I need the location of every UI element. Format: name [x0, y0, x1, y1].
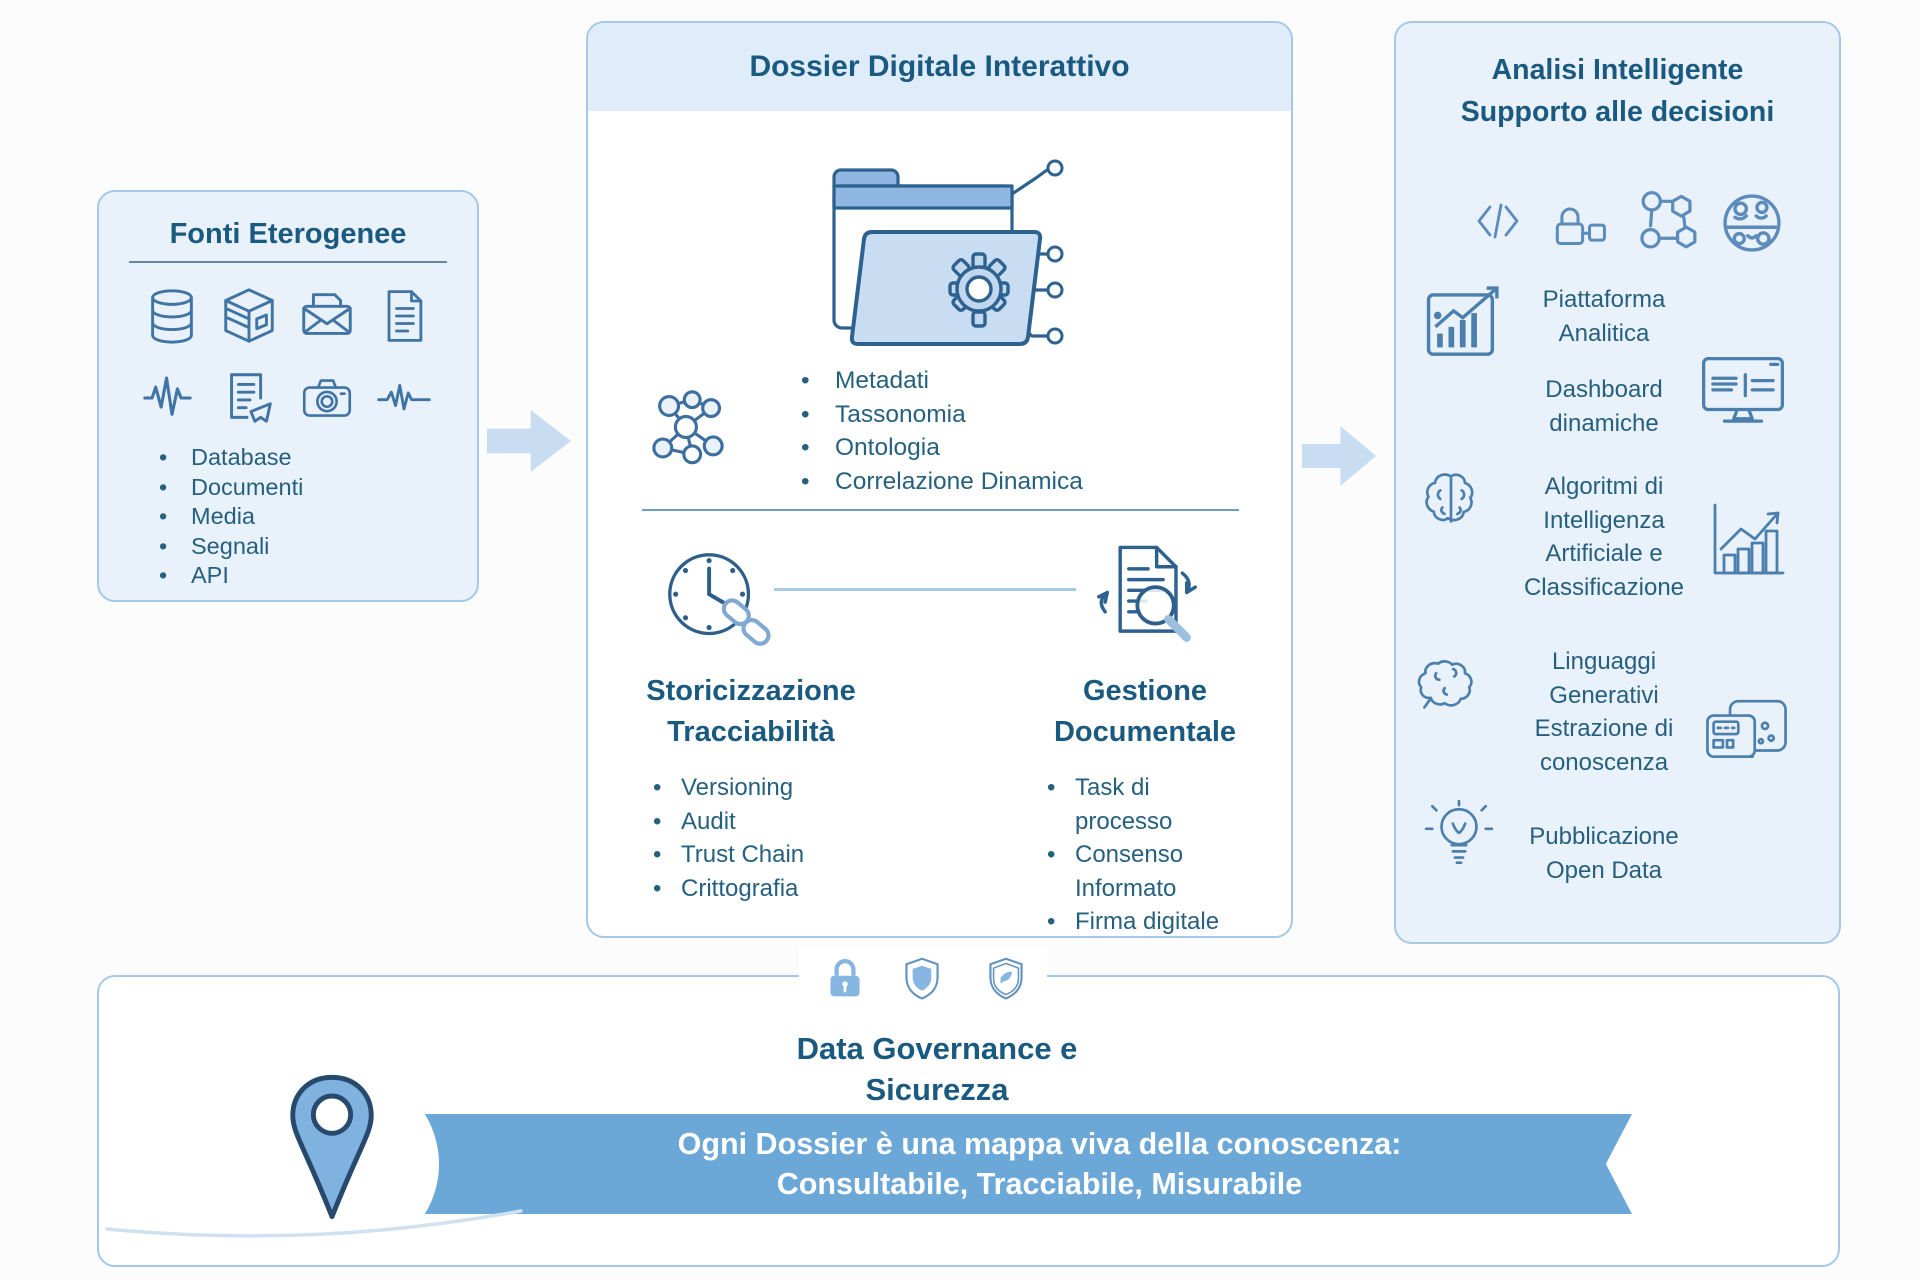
brain-icon: [1417, 660, 1473, 709]
list-item: API: [151, 561, 477, 591]
piattaforma-analitica-label: Piattaforma Analitica: [1484, 283, 1724, 350]
label-line: Open Data: [1545, 856, 1663, 884]
flow-arrow-left: [487, 410, 571, 472]
list-item: Correlazione Dinamica: [793, 465, 1083, 499]
clock-chain-icon: [668, 553, 771, 646]
label-line: Linguaggi: [1551, 648, 1657, 675]
data-governance-panel: Data Governance e Sicurezza Ogni Dossier…: [97, 947, 1840, 1267]
pubblicazione-open-data-label: Pubblicazione Open Data: [1484, 820, 1724, 887]
label-line: Analitica: [1558, 319, 1650, 347]
location-pin-icon: [290, 1074, 374, 1220]
storicizzazione-title-line2: Tracciabilità: [667, 716, 835, 748]
code-icon: [1477, 203, 1519, 239]
label-line: Algoritmi di: [1544, 473, 1664, 500]
lightbulb-icon: [1424, 800, 1494, 865]
monitor-icon: [1702, 356, 1784, 423]
governance-title-line1: Data Governance e: [796, 1031, 1078, 1066]
list-item: Documenti: [151, 473, 477, 503]
dossier-title: Dossier Digitale Interattivo: [749, 50, 1130, 83]
source-icon-grid: [99, 263, 477, 429]
storicizzazione-list: Versioning Audit Trust Chain Crittografi…: [645, 771, 857, 905]
banner-text: Ogni Dossier è una mappa viva della cono…: [387, 1114, 1632, 1214]
gestione-list: Task di processo Consenso Informato Firm…: [1039, 771, 1251, 939]
algoritmi-ia-label: Algoritmi di Intelligenza Artificiale e …: [1484, 470, 1724, 604]
list-item: Firma digitale: [1039, 905, 1251, 939]
linguaggi-generativi-label: Linguaggi Generativi Estrazione di conos…: [1484, 645, 1724, 779]
banner-line2: Consultabile, Tracciabile, Misurabile: [776, 1167, 1303, 1201]
document-icon: [387, 290, 423, 342]
pin-shadow-swoosh: [105, 1209, 523, 1238]
database-icon: [150, 289, 193, 344]
label-line: Generativi: [1549, 681, 1659, 709]
source-list: Database Documenti Media Segnali API: [151, 443, 477, 591]
list-item: Metadati: [793, 364, 1083, 398]
shield-check-icon: [989, 957, 1023, 1000]
analisi-intelligente-panel: Analisi Intelligente Supporto alle decis…: [1394, 21, 1841, 944]
list-item: Task di processo: [1039, 771, 1251, 838]
banner-line1: Ogni Dossier è una mappa viva della cono…: [677, 1127, 1402, 1161]
fonti-eterogenee-title: Fonti Eterogenee: [169, 218, 407, 250]
label-line: Pubblicazione: [1529, 823, 1679, 850]
analisi-title-line2: Supporto alle decisioni: [1460, 96, 1775, 128]
list-item: Crittografia: [645, 872, 857, 906]
storicizzazione-title-line1: Storicizzazione: [646, 675, 856, 707]
list-item: Audit: [645, 805, 857, 839]
brain-circuit-icon: [1425, 473, 1474, 523]
growth-chart-icon: [1713, 503, 1785, 575]
list-item: Segnali: [151, 532, 477, 562]
list-item: Tassonomia: [793, 398, 1083, 432]
list-item: Trust Chain: [645, 838, 857, 872]
waveform-icon: [143, 376, 192, 416]
governance-title-line2: Sicurezza: [865, 1072, 1009, 1107]
document-search-icon: [1097, 545, 1197, 642]
dossier-feature-list: Metadati Tassonomia Ontologia Correlazio…: [793, 364, 1083, 498]
document-export-icon: [230, 373, 273, 423]
label-line: Classificazione: [1523, 573, 1685, 601]
network-graph-icon: [652, 390, 724, 465]
fonti-eterogenee-panel: Fonti Eterogenee: [97, 190, 479, 602]
label-line: Artificiale e: [1545, 540, 1663, 567]
package-icon: [224, 288, 274, 343]
storicizzazione-section: Storicizzazione Tracciabilità Versioning…: [596, 671, 906, 905]
lock-icon: [830, 959, 860, 997]
panel-header-band: Dossier Digitale Interattivo: [588, 23, 1291, 111]
data-governance-title: Data Governance e Sicurezza: [687, 1028, 1187, 1110]
nodes-icon: [1640, 191, 1697, 249]
gestione-title-line2: Documentale: [1053, 716, 1237, 748]
label-line: Estrazione di: [1534, 715, 1674, 742]
analisi-title-line1: Analisi Intelligente: [1491, 54, 1744, 86]
analytics-chart-icon: [1426, 286, 1499, 356]
chip-icon: [1706, 699, 1787, 759]
signal-icon: [377, 383, 431, 411]
camera-icon: [302, 379, 351, 417]
list-item: Ontologia: [793, 431, 1083, 465]
label-line: conoscenza: [1539, 748, 1669, 776]
label-line: Dashboard: [1545, 376, 1663, 403]
flow-arrow-right: [1302, 426, 1376, 486]
list-item: Database: [151, 443, 477, 473]
icon-connector-line: [774, 588, 1076, 591]
gestione-title-line1: Gestione: [1082, 675, 1208, 707]
dashboard-dinamiche-label: Dashboard dinamiche: [1484, 373, 1724, 440]
label-line: Piattaforma: [1542, 286, 1666, 313]
shield-icon: [905, 957, 939, 1000]
globe-network-icon: [1723, 194, 1781, 252]
label-line: dinamiche: [1549, 409, 1659, 437]
mail-icon: [302, 293, 352, 335]
list-item: Versioning: [645, 771, 857, 805]
analisi-title: Analisi Intelligente Supporto alle decis…: [1396, 49, 1839, 133]
list-item: Consenso Informato: [1039, 838, 1251, 905]
list-item: Media: [151, 502, 477, 532]
label-line: Intelligenza: [1543, 506, 1665, 534]
dossier-digitale-panel: Dossier Digitale Interattivo: [586, 21, 1293, 938]
section-divider: [642, 509, 1239, 511]
lock-link-icon: [1555, 207, 1606, 246]
banner-ribbon: [387, 1114, 1632, 1214]
folder-gear-illustration: [832, 159, 1064, 346]
title-underline: [129, 261, 447, 263]
gestione-section: Gestione Documentale Task di processo Co…: [990, 671, 1300, 939]
